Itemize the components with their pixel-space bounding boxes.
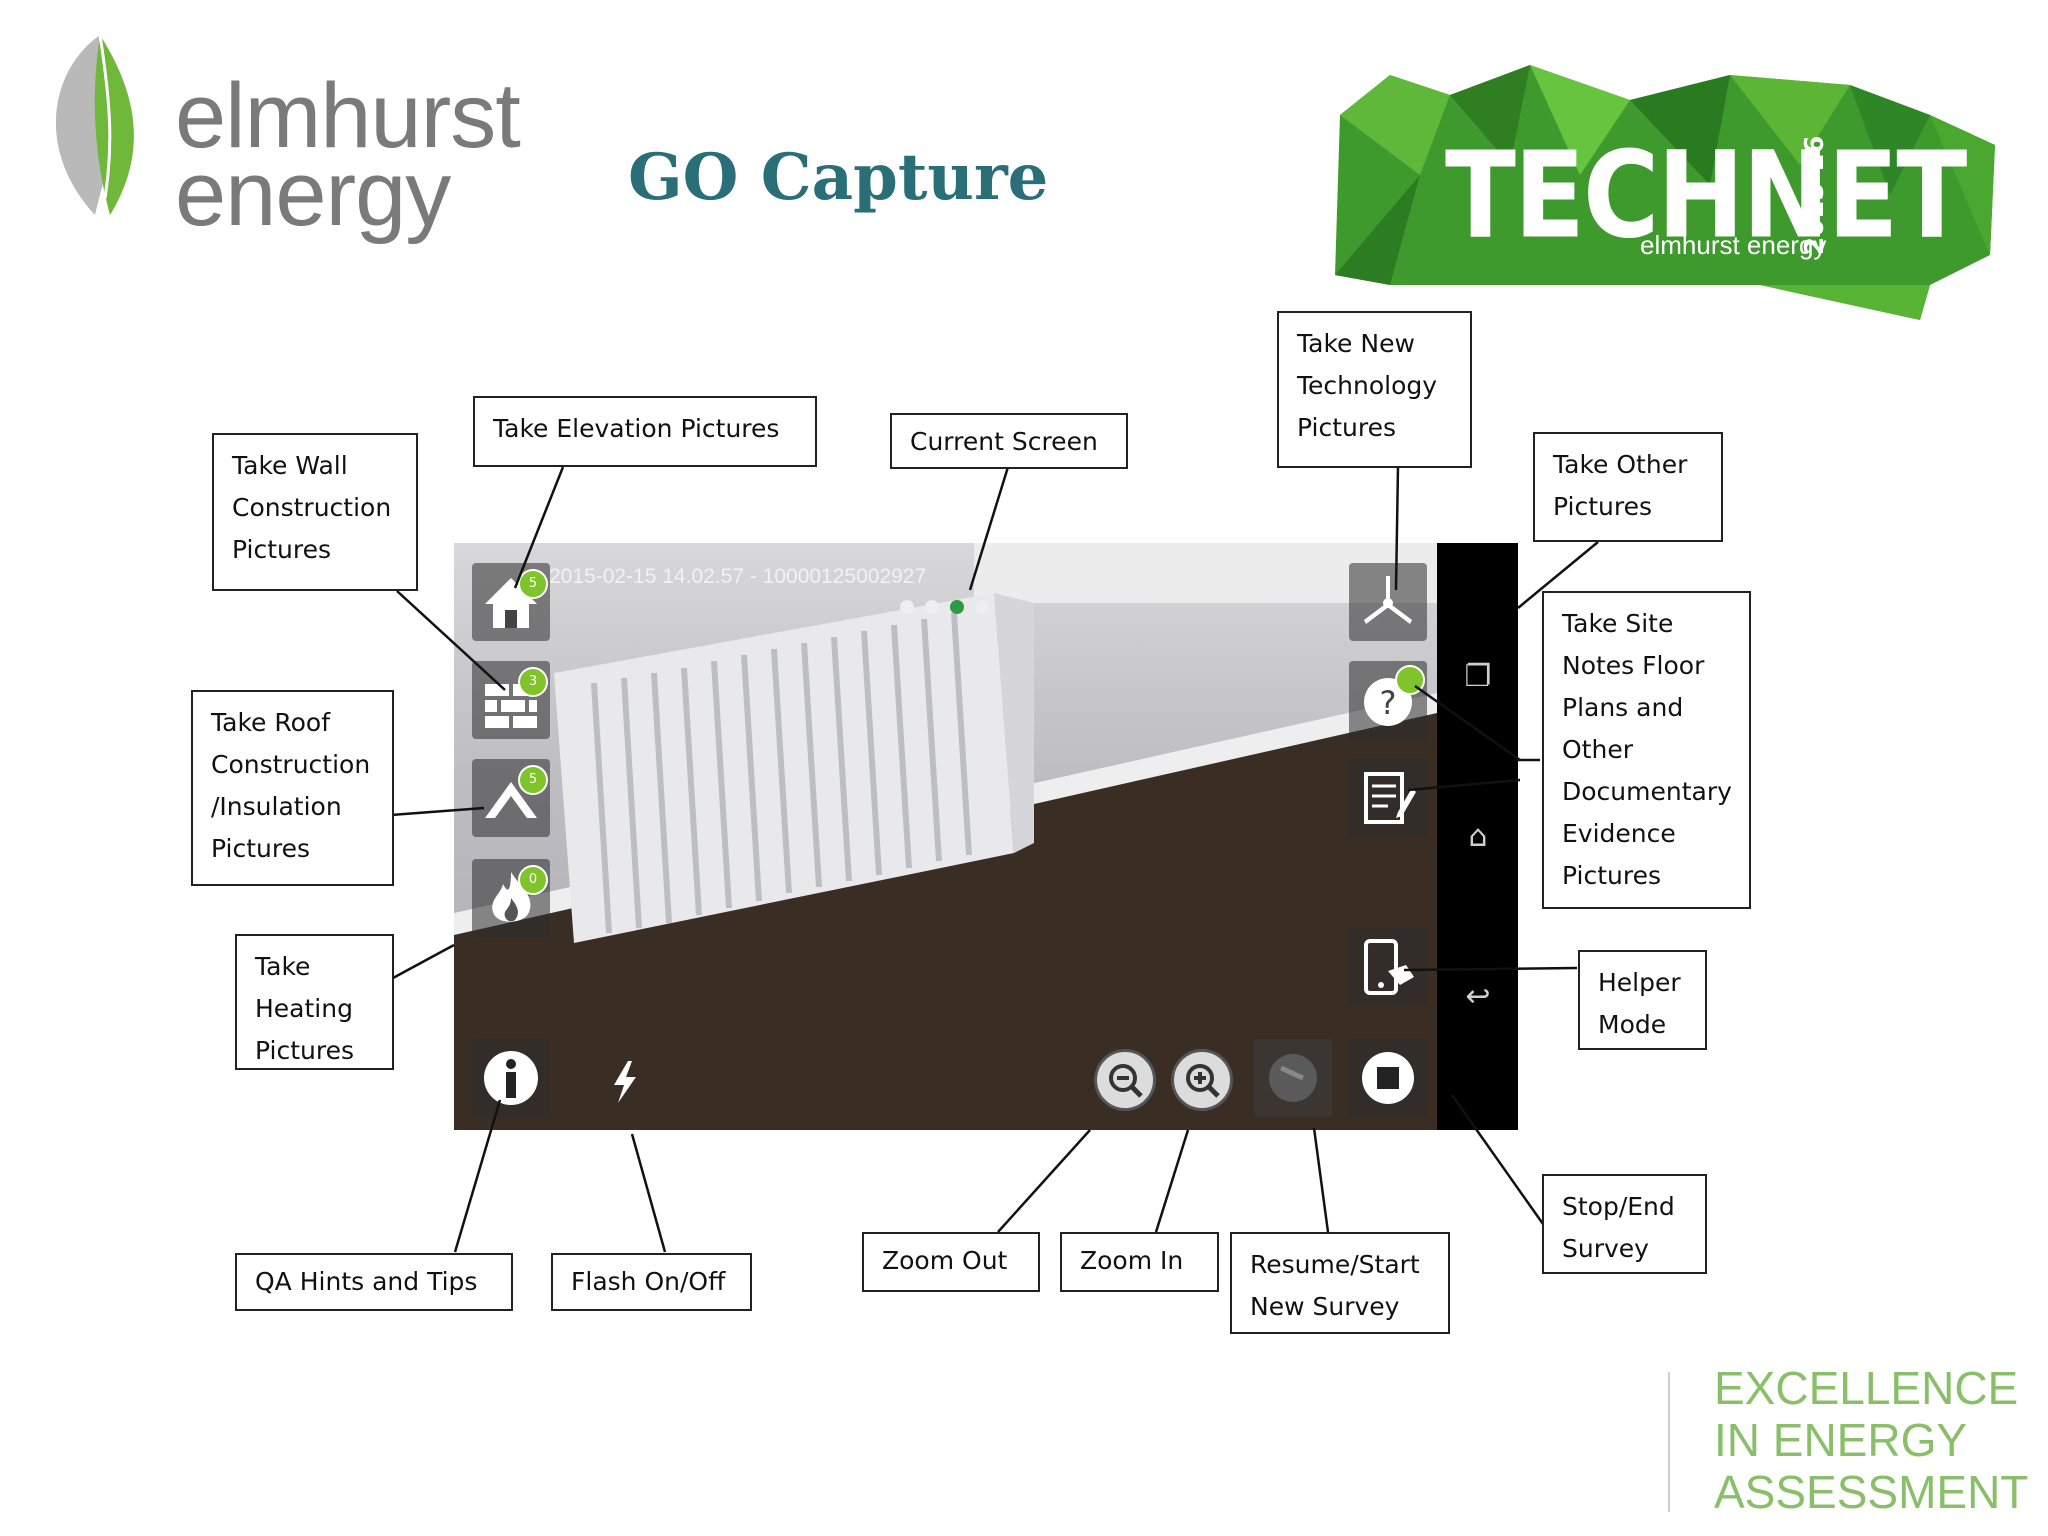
callout-helper-mode: Helper Mode bbox=[1578, 950, 1707, 1050]
page-title: GO Capture bbox=[628, 140, 1049, 215]
zoom-out-icon bbox=[1109, 1064, 1143, 1098]
heating-button[interactable]: 0 bbox=[472, 859, 550, 937]
badge-count: 5 bbox=[518, 765, 548, 795]
page-dot-1[interactable] bbox=[900, 600, 914, 614]
technet-badge: TECHNET 2015-16 elmhurst energy bbox=[1330, 55, 2000, 325]
roof-construction-button[interactable]: 5 bbox=[472, 759, 550, 837]
callout-stop-survey: Stop/End Survey bbox=[1542, 1174, 1707, 1274]
elmhurst-energy-logo: elmhurst energy bbox=[40, 30, 560, 250]
callout-elevation-pictures: Take Elevation Pictures bbox=[473, 396, 817, 467]
technet-word: TECHNET bbox=[1445, 125, 1967, 266]
page-dot-current[interactable] bbox=[950, 600, 964, 614]
site-notes-button[interactable] bbox=[1349, 759, 1427, 837]
home-icon[interactable]: ⌂ bbox=[1468, 819, 1488, 854]
elevation-pictures-button[interactable]: 5 bbox=[472, 563, 550, 641]
app-screenshot: 2015-02-15 14.02.57 - 10000125002927 5 3 bbox=[454, 543, 1518, 1130]
callout-roof-construction: Take Roof Construction /Insulation Pictu… bbox=[191, 690, 394, 886]
callout-flash: Flash On/Off bbox=[551, 1253, 752, 1311]
callout-zoom-in: Zoom In bbox=[1060, 1232, 1219, 1292]
technet-green-shape-icon bbox=[1335, 65, 1995, 320]
callout-other-pictures: Take Other Pictures bbox=[1533, 432, 1723, 542]
android-nav-bar: ❐ ⌂ ↩ bbox=[1437, 543, 1518, 1130]
stop-survey-button[interactable] bbox=[1349, 1039, 1427, 1117]
logo-word-elmhurst: elmhurst bbox=[175, 65, 521, 167]
callout-site-notes: Take Site Notes Floor Plans and Other Do… bbox=[1542, 591, 1751, 909]
radiator bbox=[554, 593, 1034, 943]
callout-current-screen: Current Screen bbox=[890, 413, 1128, 469]
page-dot-2[interactable] bbox=[925, 600, 939, 614]
qa-hints-button[interactable] bbox=[472, 1039, 550, 1117]
roof-icon bbox=[485, 782, 537, 818]
wall-construction-button[interactable]: 3 bbox=[472, 661, 550, 739]
back-icon[interactable]: ↩ bbox=[1465, 979, 1491, 1014]
zoom-out-button[interactable] bbox=[1094, 1049, 1156, 1111]
leaf-logo-icon bbox=[55, 34, 134, 216]
flash-toggle-button[interactable] bbox=[594, 1051, 654, 1111]
badge-count: 5 bbox=[518, 569, 548, 599]
recent-apps-icon[interactable]: ❐ bbox=[1464, 659, 1492, 694]
notes-edit-icon bbox=[1364, 772, 1416, 824]
callout-qa-hints: QA Hints and Tips bbox=[235, 1253, 513, 1311]
resume-survey-button[interactable] bbox=[1254, 1039, 1332, 1117]
technet-subtitle: elmhurst energy bbox=[1640, 230, 1827, 260]
info-icon bbox=[484, 1051, 538, 1105]
badge-count: 0 bbox=[518, 865, 548, 895]
footer-tagline: EXCELLENCE IN ENERGY ASSESSMENT bbox=[1714, 1362, 2029, 1518]
page-dot-4[interactable] bbox=[975, 600, 989, 614]
new-technology-button[interactable] bbox=[1349, 563, 1427, 641]
callout-zoom-out: Zoom Out bbox=[862, 1232, 1040, 1292]
svg-text:?: ? bbox=[1380, 684, 1397, 722]
timestamp-overlay: 2015-02-15 14.02.57 - 10000125002927 bbox=[549, 565, 927, 588]
callout-new-technology: Take New Technology Pictures bbox=[1277, 311, 1472, 468]
resume-survey-icon bbox=[1269, 1054, 1317, 1102]
flash-icon bbox=[614, 1061, 636, 1103]
house-icon bbox=[485, 578, 537, 628]
wind-turbine-icon bbox=[1364, 576, 1412, 624]
camera-viewfinder[interactable]: 2015-02-15 14.02.57 - 10000125002927 5 3 bbox=[454, 543, 1437, 1130]
flame-icon bbox=[492, 872, 531, 922]
stop-icon bbox=[1362, 1052, 1414, 1104]
footer-divider bbox=[1668, 1372, 1670, 1512]
other-pictures-button[interactable]: ? bbox=[1349, 661, 1427, 739]
callout-wall-construction: Take Wall Construction Pictures bbox=[212, 433, 418, 591]
zoom-in-button[interactable] bbox=[1171, 1049, 1233, 1111]
badge-count: 3 bbox=[518, 667, 548, 697]
logo-word-energy: energy bbox=[175, 143, 451, 245]
badge-count bbox=[1395, 665, 1425, 695]
callout-resume-survey: Resume/Start New Survey bbox=[1230, 1232, 1450, 1334]
callout-heating: Take Heating Pictures bbox=[235, 934, 394, 1070]
zoom-in-icon bbox=[1186, 1064, 1220, 1098]
